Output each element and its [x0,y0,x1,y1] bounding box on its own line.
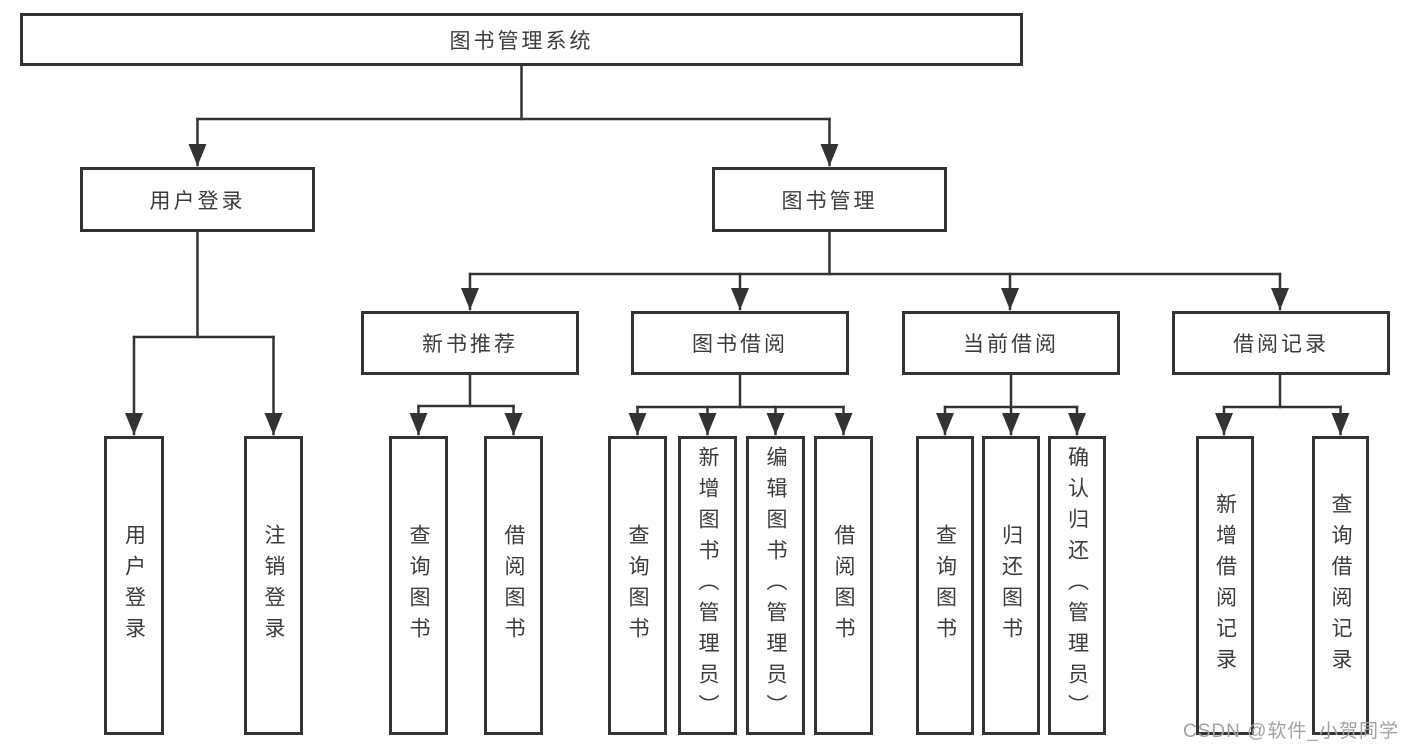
leaf-add-borrow-record: 新增借阅记录 [1196,436,1254,735]
leaf-edit-books-admin: 编辑图书（管理员） [746,436,805,735]
node-book-management: 图书管理 [712,167,947,232]
leaf-current-query-books: 查询图书 [916,436,974,735]
leaf-logout-label: 注销登录 [262,523,285,648]
leaf-return-books: 归还图书 [982,436,1040,735]
leaf-add-borrow-record-label: 新增借阅记录 [1213,492,1237,679]
leaf-logout: 注销登录 [244,436,303,735]
leaf-query-borrow-record: 查询借阅记录 [1312,436,1369,735]
node-new-book-recommend-label: 新书推荐 [422,333,518,356]
node-new-book-recommend: 新书推荐 [361,311,579,375]
leaf-borrow-books: 借阅图书 [814,436,873,735]
leaf-current-query-books-label: 查询图书 [933,523,957,648]
leaf-edit-books-admin-label: 编辑图书（管理员） [764,446,787,725]
leaf-confirm-return-admin: 确认归还（管理员） [1048,436,1106,735]
csdn-watermark: CSDN @软件_小贺同学 [1183,721,1399,742]
leaf-user-login: 用户登录 [104,436,164,735]
leaf-confirm-return-admin-label: 确认归还（管理员） [1065,446,1089,725]
leaf-borrow-query-books: 查询图书 [608,436,667,735]
leaf-newbook-query-books-label: 查询图书 [407,523,430,648]
node-current-borrowing: 当前借阅 [902,311,1120,375]
node-root-label: 图书管理系统 [449,29,594,53]
leaf-newbook-borrow-books: 借阅图书 [484,436,543,735]
leaf-borrow-books-label: 借阅图书 [832,523,855,648]
leaf-add-books-admin: 新增图书（管理员） [678,436,737,735]
leaf-add-books-admin-label: 新增图书（管理员） [696,446,719,725]
leaf-return-books-label: 归还图书 [999,523,1023,648]
node-root: 图书管理系统 [20,13,1023,66]
leaf-newbook-borrow-books-label: 借阅图书 [502,523,525,648]
node-book-management-label: 图书管理 [781,189,878,213]
node-current-borrowing-label: 当前借阅 [963,333,1059,356]
leaf-newbook-query-books: 查询图书 [389,436,448,735]
node-borrowing-records: 借阅记录 [1172,311,1390,375]
node-user-login: 用户登录 [80,167,315,232]
node-book-borrowing: 图书借阅 [631,311,849,375]
leaf-user-login-label: 用户登录 [122,523,146,648]
node-user-login-label: 用户登录 [149,189,246,213]
node-borrowing-records-label: 借阅记录 [1233,333,1329,356]
leaf-borrow-query-books-label: 查询图书 [626,523,649,648]
leaf-query-borrow-record-label: 查询借阅记录 [1329,492,1352,679]
node-book-borrowing-label: 图书借阅 [692,333,788,356]
